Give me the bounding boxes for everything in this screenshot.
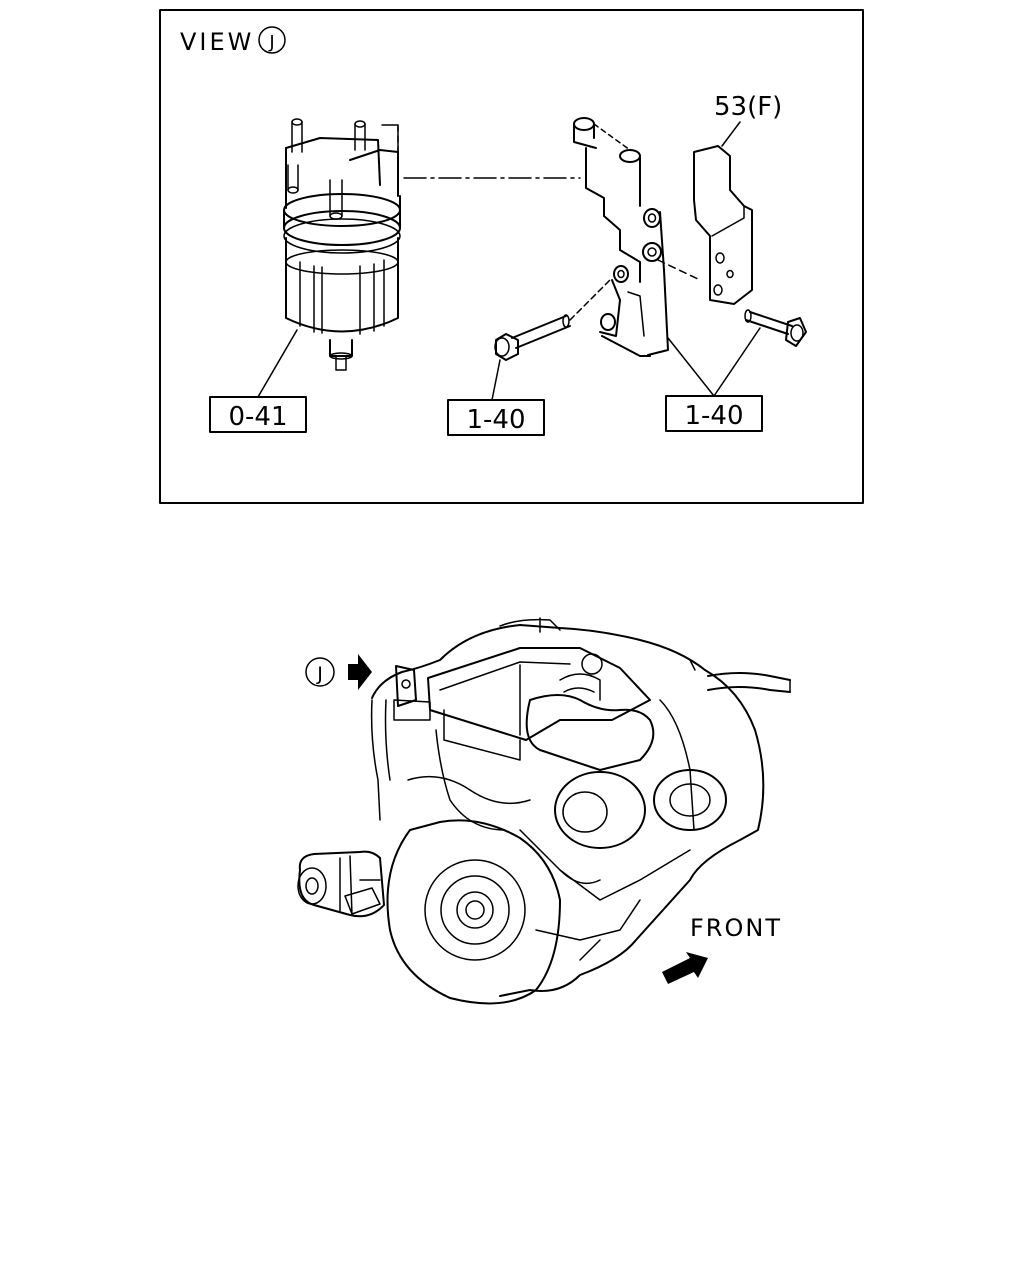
short-bolt xyxy=(744,309,807,347)
view-marker-circle: J xyxy=(258,26,286,54)
engine-view-marker-letter: J xyxy=(316,663,323,685)
front-arrow-icon xyxy=(662,952,708,984)
view-direction-marker: J xyxy=(305,654,372,690)
leader-line-filter xyxy=(257,329,298,398)
fuel-filter-assembly xyxy=(283,118,401,371)
long-bolt xyxy=(494,277,613,361)
bolt-ref-label-left: 1-40 xyxy=(466,405,525,435)
filter-ref-box xyxy=(209,396,307,433)
bolt-ref-box-left xyxy=(447,399,545,436)
view-panel-frame xyxy=(159,9,864,504)
leader-line-bolt-right xyxy=(713,327,761,397)
leader-line-bolt-left xyxy=(491,359,501,401)
alignment-line-plate xyxy=(657,259,701,281)
filter-ref-label: 0-41 xyxy=(228,402,287,432)
view-marker-letter: J xyxy=(268,32,274,53)
view-title: VIEW xyxy=(180,28,254,56)
leader-line-bracket xyxy=(667,337,715,397)
front-label: FRONT xyxy=(690,914,782,942)
view-arrow-icon xyxy=(348,654,372,690)
engine-assembly xyxy=(297,617,791,1005)
plate-bracket-53f xyxy=(693,145,753,305)
bolt-ref-box-right xyxy=(665,395,763,432)
bolt-ref-label-right: 1-40 xyxy=(684,401,743,431)
mounting-bracket xyxy=(573,117,669,357)
leader-line-53f xyxy=(721,121,741,147)
bracket-ref-label: 53(F) xyxy=(714,92,782,122)
